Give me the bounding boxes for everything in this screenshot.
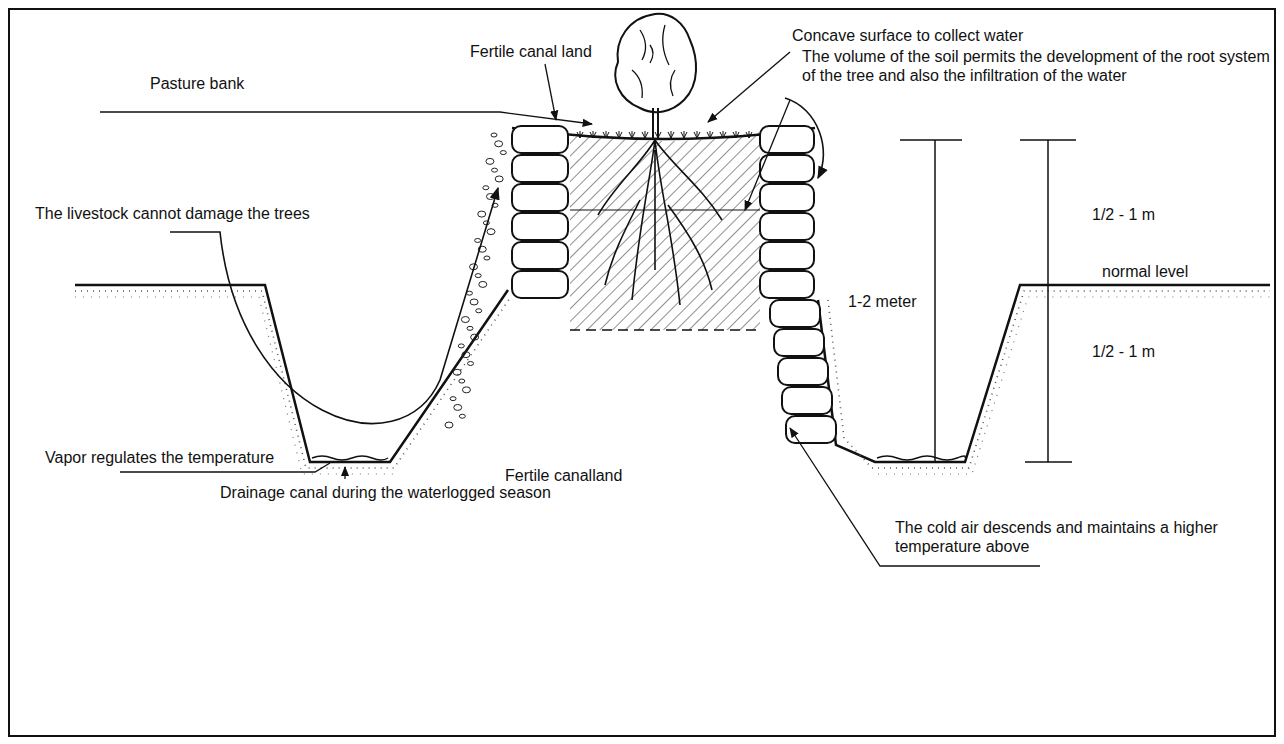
- stone: [512, 155, 568, 182]
- tree-roots: [598, 140, 722, 305]
- callout-label: Fertile canal land: [468, 42, 594, 61]
- leader-line: [745, 100, 790, 210]
- stone: [778, 358, 828, 385]
- pasture-texture: [445, 133, 506, 428]
- foliage: [632, 25, 675, 98]
- leader-line: [100, 112, 592, 124]
- pasture-dot: [475, 238, 481, 242]
- callout-label: Concave surface to collect water: [790, 26, 1025, 45]
- grass-tuft: [746, 131, 752, 138]
- callout-label: The cold air descends and maintains a hi…: [893, 518, 1247, 556]
- pasture-dot: [468, 361, 474, 365]
- dimension-line: [1020, 140, 1076, 462]
- soil-stipple: [828, 291, 1270, 468]
- grass-tuft: [681, 131, 687, 138]
- pasture-dot: [483, 186, 489, 190]
- grass-tuft: [707, 131, 713, 138]
- callout-label: 1/2 - 1 m: [1090, 205, 1157, 224]
- stone: [760, 271, 814, 298]
- pasture-dot: [471, 334, 479, 340]
- pasture-dot: [475, 274, 481, 278]
- callout-label: normal level: [1100, 262, 1190, 281]
- stone-wall: [512, 126, 836, 443]
- pasture-dot: [458, 344, 464, 348]
- livestock-arrow: [170, 188, 498, 423]
- stone: [512, 184, 568, 211]
- callout-label: Vapor regulates the temperature: [43, 448, 276, 467]
- stone: [786, 416, 836, 443]
- pasture-dot: [478, 211, 486, 217]
- stone: [760, 126, 814, 153]
- stone: [760, 242, 814, 269]
- water: [312, 456, 388, 460]
- pasture-dot: [454, 404, 462, 410]
- pasture-dot: [491, 133, 497, 137]
- stone: [512, 213, 568, 240]
- pasture-dot: [459, 379, 465, 383]
- right-trench: [818, 285, 1270, 462]
- water: [877, 456, 965, 460]
- callout-label: 1/2 - 1 m: [1090, 342, 1157, 361]
- soil-stipple: [75, 291, 510, 468]
- pasture-dot: [487, 229, 495, 235]
- pasture-dot: [467, 326, 473, 330]
- callout-label: 1-2 meter: [846, 292, 918, 311]
- callout-label: The livestock cannot damage the trees: [33, 204, 312, 223]
- leader-line: [545, 64, 556, 120]
- stone: [760, 213, 814, 240]
- pasture-dot: [486, 158, 494, 164]
- left-trench: [75, 285, 508, 462]
- soil-volume: [570, 132, 760, 330]
- frame: [9, 9, 1275, 736]
- callout-label: Pasture bank: [148, 74, 246, 93]
- soil-base: [570, 329, 760, 331]
- pasture-dot: [470, 299, 478, 305]
- leader-line: [344, 467, 345, 479]
- tree-trunk: [653, 108, 658, 140]
- stone: [512, 242, 568, 269]
- pasture-dot: [461, 317, 469, 323]
- pasture-dot: [453, 369, 461, 375]
- grass: [577, 131, 752, 138]
- grass-tuft: [616, 131, 622, 138]
- grass-tuft: [590, 131, 596, 138]
- pasture-dot: [462, 387, 470, 393]
- grass-tuft: [603, 131, 609, 138]
- pasture-dot: [492, 168, 498, 172]
- grass-tuft: [629, 131, 635, 138]
- pasture-dot: [484, 256, 490, 260]
- grass-tuft: [642, 131, 648, 138]
- callout-label: The volume of the soil permits the devel…: [800, 47, 1272, 85]
- pasture-dot: [500, 151, 506, 155]
- stone: [760, 155, 814, 182]
- grass-tuft: [694, 131, 700, 138]
- tree-crown: [615, 14, 696, 112]
- grass-tuft: [668, 131, 674, 138]
- grass-tuft: [733, 131, 739, 138]
- grass-tuft: [577, 131, 583, 138]
- soil-stipple: [878, 297, 1270, 474]
- callout-label: Drainage canal during the waterlogged se…: [218, 483, 553, 502]
- stone: [782, 387, 832, 414]
- pasture-dot: [445, 422, 453, 428]
- stone: [760, 184, 814, 211]
- grass-tuft: [720, 131, 726, 138]
- leader-line: [708, 52, 790, 122]
- stone: [512, 271, 568, 298]
- pasture-dot: [450, 397, 456, 401]
- stone: [774, 329, 824, 356]
- pasture-dot: [495, 141, 503, 147]
- pasture-dot: [486, 194, 494, 200]
- stone: [770, 300, 820, 327]
- stone: [512, 126, 568, 153]
- pasture-dot: [459, 414, 465, 418]
- pasture-dot: [495, 176, 503, 182]
- cold-air-arrow: [785, 98, 823, 178]
- pasture-dot: [476, 309, 482, 313]
- pasture-dot: [479, 281, 487, 287]
- pasture-dot: [462, 352, 470, 358]
